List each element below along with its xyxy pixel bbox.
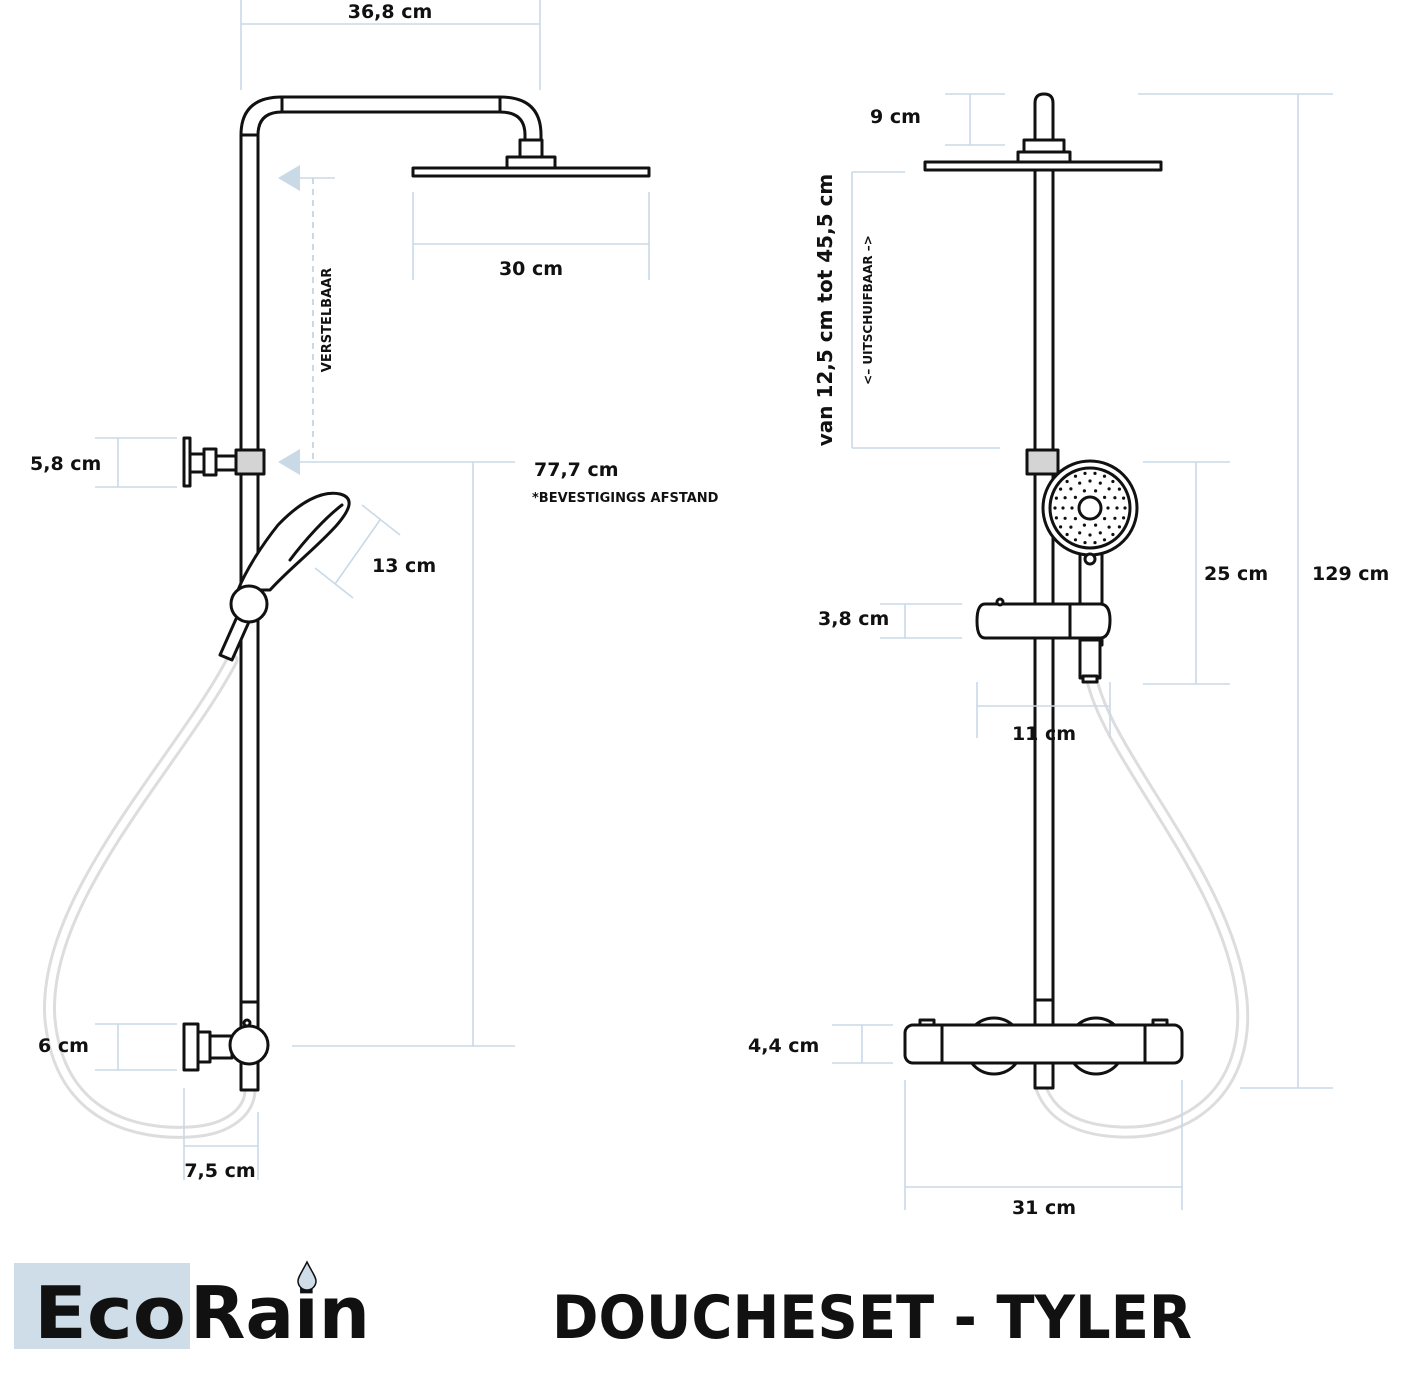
brand-name-rain: Rain xyxy=(190,1271,370,1355)
spray-nozzle xyxy=(1059,525,1063,529)
side-wall-offset-label: 7,5 cm xyxy=(184,1160,255,1182)
front-hand-shower xyxy=(1041,459,1139,684)
spray-nozzle xyxy=(1069,525,1073,529)
front-thermostat-height-label: 4,4 cm xyxy=(748,1035,819,1057)
spray-nozzle xyxy=(1117,487,1121,491)
front-hand-shower-holder xyxy=(975,602,1112,640)
spray-nozzle xyxy=(1111,479,1115,484)
spray-nozzles xyxy=(1053,471,1127,545)
spray-nozzle xyxy=(1054,516,1058,520)
spray-nozzle xyxy=(1083,471,1087,475)
spray-nozzle xyxy=(1070,506,1074,510)
spray-nozzle xyxy=(1078,481,1082,485)
brand-logo-box xyxy=(14,1263,190,1349)
spray-nozzle xyxy=(1106,506,1110,510)
spray-nozzle xyxy=(1083,541,1087,545)
side-upper-wall-mount xyxy=(182,436,266,488)
spray-nozzle xyxy=(1113,496,1117,500)
spray-nozzle xyxy=(1061,506,1065,510)
spray-nozzle xyxy=(1073,474,1078,478)
spray-nozzle xyxy=(1113,516,1117,520)
side-arm-width-label: 36,8 cm xyxy=(348,1,433,23)
front-view: 9 cm van 12,5 cm tot 45,5 cm <– UITSCHUI… xyxy=(748,92,1389,1219)
spray-nozzle xyxy=(1054,496,1058,500)
front-thermostat-width-label: 31 cm xyxy=(1012,1197,1076,1219)
spray-nozzle xyxy=(1088,479,1092,483)
side-mount-distance-label: 77,7 cm xyxy=(534,459,619,481)
spray-nozzle xyxy=(1103,517,1107,521)
spray-nozzle xyxy=(1069,487,1073,491)
front-total-height-label: 129 cm xyxy=(1312,563,1389,585)
side-rain-shower-head xyxy=(411,166,651,178)
spray-nozzle xyxy=(1122,496,1126,500)
water-drop-icon xyxy=(297,1260,317,1291)
front-slider xyxy=(1025,448,1060,476)
side-lower-mount-label: 6 cm xyxy=(38,1035,89,1057)
side-upper-mount-label: 5,8 cm xyxy=(30,453,101,475)
spray-nozzle xyxy=(1063,516,1067,520)
spray-nozzle xyxy=(1122,516,1126,520)
spray-nozzle xyxy=(1078,531,1082,535)
side-hand-shower-label: 13 cm xyxy=(372,555,436,577)
spray-nozzle xyxy=(1073,517,1077,521)
spray-nozzle xyxy=(1088,533,1092,537)
spray-nozzle xyxy=(1102,538,1107,542)
front-hand-shower-height-label: 25 cm xyxy=(1204,563,1268,585)
brand-logo: Eco Rain xyxy=(14,1260,370,1355)
front-rain-shower-head xyxy=(923,160,1163,172)
side-mount-distance-note: *BEVESTIGINGS AFSTAND xyxy=(532,491,719,506)
side-thermostat-mount xyxy=(182,1018,270,1072)
spray-nozzle xyxy=(1053,506,1057,510)
spray-nozzle xyxy=(1115,506,1119,510)
side-view: 36,8 cm 30 cm VERSTELBAAR 77,7 cm *BEVES… xyxy=(30,0,719,1182)
front-extendable-range-label: van 12,5 cm tot 45,5 cm xyxy=(813,174,837,447)
spray-nozzle xyxy=(1065,479,1069,484)
spray-nozzle xyxy=(1123,506,1127,510)
brand-name-eco: Eco xyxy=(34,1271,186,1355)
spray-nozzle xyxy=(1098,481,1102,485)
side-adjustable-label: VERSTELBAAR xyxy=(320,268,335,372)
spray-nozzle xyxy=(1065,532,1069,537)
side-head-width-label: 30 cm xyxy=(499,258,563,280)
side-handle-holder xyxy=(229,584,269,624)
side-riser-rail xyxy=(239,95,543,1092)
spray-nozzle xyxy=(1082,489,1086,493)
side-hand-shower xyxy=(236,491,351,592)
spray-nozzle xyxy=(1059,487,1063,491)
spray-nozzle xyxy=(1107,487,1111,491)
product-title: DOUCHESET - TYLER xyxy=(552,1283,1192,1353)
front-holder-width-label: 11 cm xyxy=(1012,723,1076,745)
spray-nozzle xyxy=(1094,523,1098,527)
spray-nozzle xyxy=(1093,471,1097,475)
spray-nozzle xyxy=(1094,489,1098,493)
spray-nozzle xyxy=(1098,531,1102,535)
spray-nozzle xyxy=(1117,525,1121,529)
spray-nozzle xyxy=(1093,541,1097,545)
front-extendable-label: <– UITSCHUIFBAAR –> xyxy=(861,235,875,385)
spray-nozzle xyxy=(1102,474,1107,478)
front-thermostat xyxy=(903,1016,1184,1076)
spray-nozzle xyxy=(1063,496,1067,500)
spray-nozzle xyxy=(1082,523,1086,527)
front-head-neck-label: 9 cm xyxy=(870,106,921,128)
spray-nozzle xyxy=(1073,495,1077,499)
front-holder-height-label: 3,8 cm xyxy=(818,608,889,630)
spray-nozzle xyxy=(1111,532,1115,537)
spray-nozzle xyxy=(1107,525,1111,529)
spray-nozzle xyxy=(1103,495,1107,499)
spray-nozzle xyxy=(1073,538,1078,542)
